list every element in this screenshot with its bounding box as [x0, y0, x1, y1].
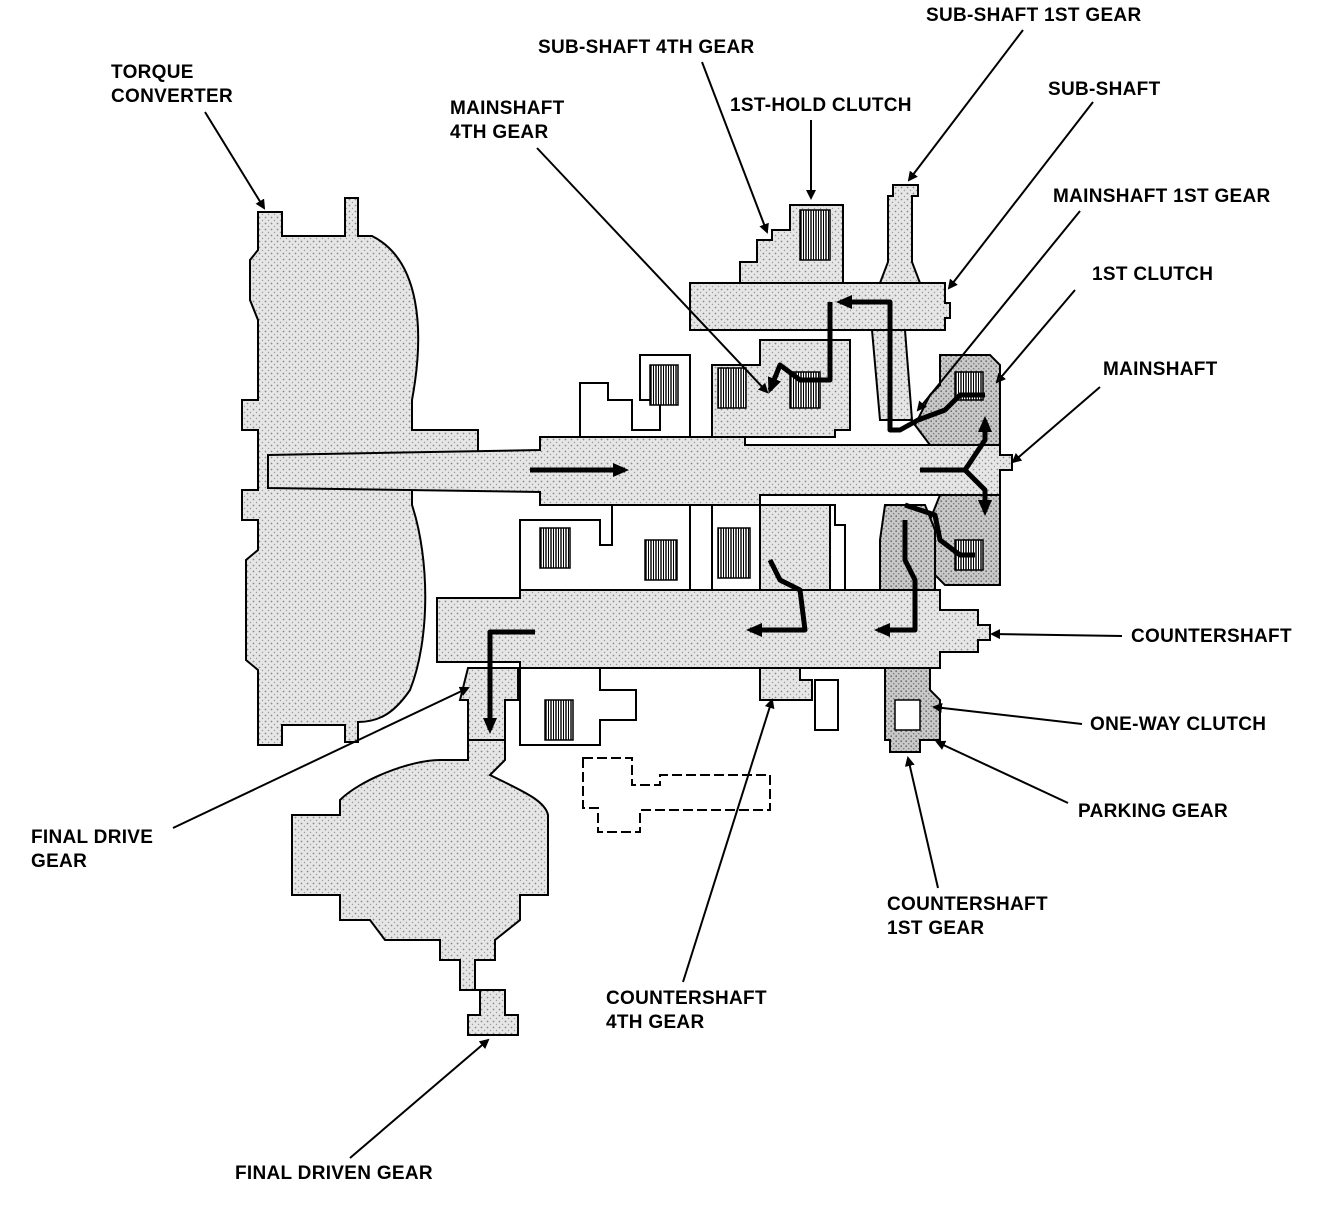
label-final-drive-gear: FINAL DRIVE GEAR [31, 827, 154, 872]
label-mainshaft-1st-gear: MAINSHAFT 1ST GEAR [1053, 186, 1271, 207]
label-first-clutch: 1ST CLUTCH [1092, 264, 1214, 285]
countershaft-4th-gear [759, 667, 813, 701]
label-countershaft: COUNTERSHAFT [1131, 626, 1292, 647]
label-mainshaft: MAINSHAFT [1103, 359, 1218, 380]
power-flow-path [483, 295, 992, 734]
label-countershaft-4th-gear: COUNTERSHAFT 4TH GEAR [606, 988, 767, 1033]
first-hold-clutch-plates [799, 209, 831, 261]
label-subshaft-1st-gear: SUB-SHAFT 1ST GEAR [926, 5, 1142, 26]
subshaft [689, 282, 951, 331]
label-one-way-clutch: ONE-WAY CLUTCH [1090, 714, 1267, 735]
mainshaft-clutch-plates-left [649, 364, 679, 406]
label-subshaft-4th-gear: SUB-SHAFT 4TH GEAR [538, 37, 755, 58]
mainshaft-4th-clutch-plates [717, 367, 747, 409]
label-countershaft-1st-gear: COUNTERSHAFT 1ST GEAR [887, 894, 1048, 939]
label-torque-converter: TORQUE CONVERTER [111, 62, 233, 107]
mainshaft-4th-gear [711, 339, 851, 438]
subshaft-1st-gear [878, 184, 922, 284]
reverse-idler [582, 757, 771, 833]
label-mainshaft-4th-gear: MAINSHAFT 4TH GEAR [450, 98, 565, 143]
label-final-driven-gear: FINAL DRIVEN GEAR [235, 1163, 433, 1184]
label-first-hold-clutch: 1ST-HOLD CLUTCH [730, 95, 912, 116]
final-driven-gear [291, 739, 549, 1036]
label-subshaft: SUB-SHAFT [1048, 79, 1161, 100]
lower-clutch-pack [519, 667, 637, 746]
label-parking-gear: PARKING GEAR [1078, 801, 1228, 822]
leader-lines [172, 29, 1123, 1159]
parking-gear [894, 699, 921, 731]
countershaft-hub [759, 504, 831, 591]
